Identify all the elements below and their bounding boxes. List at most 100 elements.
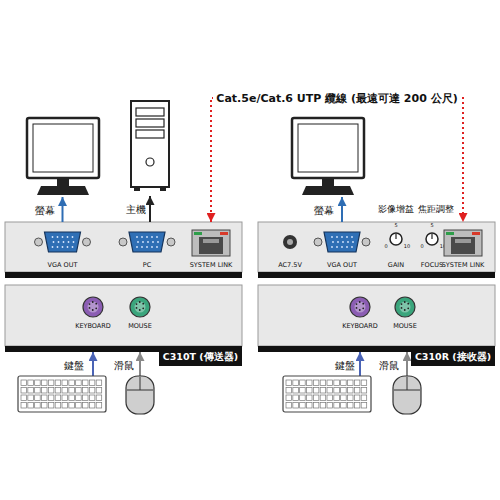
key [320,403,326,409]
device-label: 影像增益 [378,205,414,214]
pin [53,241,55,243]
port-label: 0 [384,244,387,250]
port-label: KEYBOARD [75,323,111,330]
ps2-socket [395,297,415,317]
key [293,388,299,394]
rj45-body [444,230,482,256]
key [300,380,306,386]
power-jack: AC7.5V [275,222,305,278]
key [327,380,333,386]
ps2-port: MOUSE [120,285,160,352]
key [62,395,68,401]
pin [142,241,144,243]
port-label: PC [143,262,151,269]
node-figure [337,285,383,352]
link-led [194,232,202,235]
vga-port: PC [118,222,176,278]
key [42,403,48,409]
pin [58,241,60,243]
port-label: SYSTEM LINK [190,262,233,269]
key [42,380,48,386]
monitor-screen [298,124,358,172]
key [327,403,333,409]
key [21,380,27,386]
key [83,395,89,401]
node-figure [70,285,116,352]
key [320,395,326,401]
pin [67,236,69,238]
node-figure [30,222,95,278]
pin [136,303,138,305]
key [341,388,347,394]
knob [390,233,402,245]
gain-knob: 影像增益5010GAIN [382,222,410,278]
key [354,388,360,394]
key [55,388,61,394]
port-label: MOUSE [393,323,417,330]
key [286,380,292,386]
receiver-rear-panel [258,285,495,346]
monitor-bezel [27,118,99,178]
screw [314,238,322,246]
vga-connector [129,232,165,252]
pin [356,307,358,309]
power-jack-pin [287,239,293,245]
pin [336,236,338,238]
transmitter-rear-panel [5,285,242,346]
key [313,403,319,409]
screw [35,238,43,246]
port-label: VGA OUT [327,262,357,269]
key [89,388,95,394]
node-figure [312,222,372,278]
keyboard-body [18,376,106,412]
mouse-button-edge [394,390,420,391]
key [48,403,54,409]
key [21,388,27,394]
pin [156,246,158,248]
device-label: 鍵盤 [335,360,355,371]
knob [426,233,438,245]
key [21,395,27,401]
port-label: KEYBOARD [342,323,378,330]
ps2-port: KEYBOARD [70,285,116,352]
signal-arrow [139,352,141,376]
pin [89,307,91,309]
pin [92,301,94,303]
key [69,388,75,394]
pin [347,241,349,243]
key [286,403,292,409]
pin [146,246,148,248]
key [300,395,306,401]
vga-connector [324,232,360,252]
key [300,388,306,394]
screw [167,238,175,246]
rj45-jack [199,237,223,254]
key [96,388,102,394]
node-figure [18,376,106,412]
pc-tower: 主機 [130,100,170,196]
key [341,395,347,401]
mouse: 滑鼠 [393,376,421,414]
port-label: FOCUS [421,262,443,269]
pc-case [131,101,169,187]
pin [359,301,361,303]
pin [72,236,74,238]
key [96,380,102,386]
key [48,380,54,386]
key [35,395,41,401]
keyboard: 鍵盤 [283,376,371,412]
node-figure [440,222,486,278]
transmitter-front-panel [5,222,242,272]
ps2-port: MOUSE [385,285,425,352]
node-figure [25,117,101,197]
key [35,403,41,409]
pin [401,303,403,305]
key [69,380,75,386]
port-label: 5 [430,223,433,229]
pin [142,307,144,309]
node-figure [275,222,305,278]
pin [68,241,70,243]
pin [337,241,339,243]
monitor-neck [322,178,334,186]
